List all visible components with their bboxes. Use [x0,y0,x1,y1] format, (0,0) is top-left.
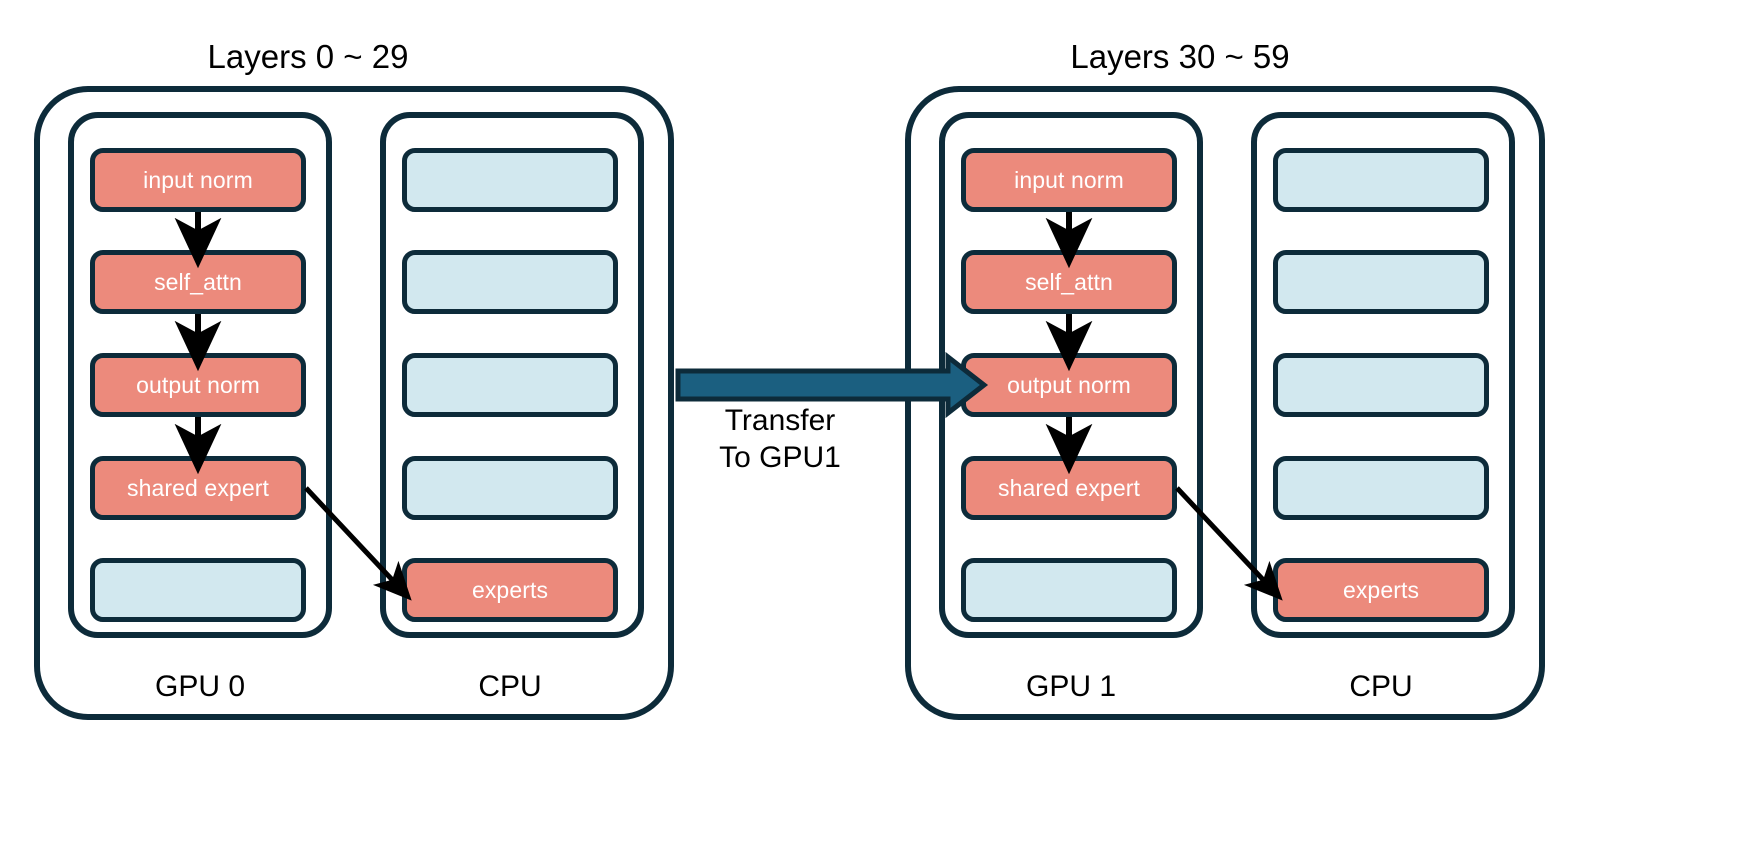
cpu0-slot-experts-label: experts [471,577,549,603]
cpu1-slot-1[interactable] [1273,148,1489,212]
panel-title-right: Layers 30 ~ 59 [1070,38,1290,75]
gpu1-slot-output-norm[interactable]: output norm [961,353,1177,417]
cpu0-slot-3[interactable] [402,353,618,417]
gpu1-slot-shared-expert-label: shared expert [998,475,1140,501]
cpu0-slot-4[interactable] [402,456,618,520]
gpu1-slot-input-norm-label: input norm [1014,167,1124,193]
cpu0-slot-2[interactable] [402,250,618,314]
cpu1-slot-experts-label: experts [1342,577,1420,603]
gpu0-slot-output-norm[interactable]: output norm [90,353,306,417]
gpu0-slot-shared-expert[interactable]: shared expert [90,456,306,520]
gpu0-slot-self-attn[interactable]: self_attn [90,250,306,314]
gpu1-slot-empty[interactable] [961,558,1177,622]
cpu0-slot-experts[interactable]: experts [402,558,618,622]
cpu1-slot-experts[interactable]: experts [1273,558,1489,622]
gpu0-slot-empty[interactable] [90,558,306,622]
gpu0-slot-output-norm-label: output norm [136,372,260,398]
gpu1-slot-shared-expert[interactable]: shared expert [961,456,1177,520]
transfer-label-line2: To GPU1 [719,441,841,474]
panel-title-left: Layers 0 ~ 29 [207,38,409,75]
gpu1-slot-output-norm-label: output norm [1007,372,1131,398]
gpu1-slot-self-attn[interactable]: self_attn [961,250,1177,314]
device-caption-cpu-right: CPU [1349,670,1413,703]
cpu1-slot-4[interactable] [1273,456,1489,520]
device-caption-gpu0: GPU 0 [154,670,246,703]
gpu1-slot-input-norm[interactable]: input norm [961,148,1177,212]
gpu0-slot-shared-expert-label: shared expert [127,475,269,501]
gpu0-slot-input-norm[interactable]: input norm [90,148,306,212]
cpu1-slot-2[interactable] [1273,250,1489,314]
transfer-label-line1: Transfer [724,404,836,437]
device-caption-gpu1: GPU 1 [1025,670,1117,703]
device-caption-cpu-left: CPU [478,670,542,703]
cpu0-slot-1[interactable] [402,148,618,212]
gpu0-slot-input-norm-label: input norm [143,167,253,193]
gpu0-slot-self-attn-label: self_attn [154,269,242,295]
cpu1-slot-3[interactable] [1273,353,1489,417]
gpu1-slot-self-attn-label: self_attn [1025,269,1113,295]
